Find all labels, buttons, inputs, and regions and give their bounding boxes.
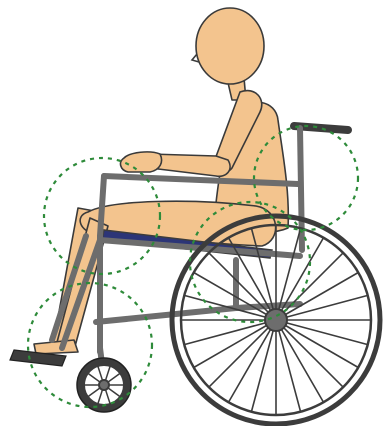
hand — [121, 152, 162, 172]
caster-hub — [99, 380, 109, 390]
foot — [34, 340, 78, 354]
armrest-front-post — [100, 176, 104, 236]
rear-wheel — [172, 216, 380, 424]
caster-wheel — [77, 348, 131, 412]
head — [196, 8, 264, 84]
